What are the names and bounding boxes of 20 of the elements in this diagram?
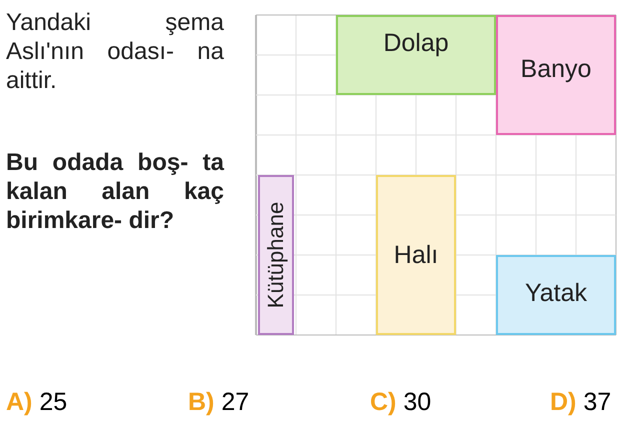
option-letter: B) [188,388,214,416]
dolap-area [336,15,496,95]
yatak-area [496,255,616,335]
option-letter: A) [6,388,32,416]
question-text: Bu odada boş- ta kalan alan kaç birimkare- dir? [6,148,224,235]
area-label: Banyo [520,55,592,84]
option-letter: C) [370,388,396,416]
banyo-area [496,15,616,135]
area-label: Halı [394,240,438,270]
hali-area [376,175,456,335]
area-label: Yatak [524,279,588,308]
option-letter: D) [550,388,576,416]
option-value: 25 [39,388,68,416]
area-label: Kütüphane [263,202,289,308]
question-text: Yandaki şema Aslı'nın odası- na aittir. [6,8,224,95]
area-label: Dolap [383,29,449,58]
option-value: 37 [583,388,612,416]
kutuphane-area [258,175,294,335]
option-value: 30 [403,388,432,416]
option-value: 27 [221,388,250,416]
